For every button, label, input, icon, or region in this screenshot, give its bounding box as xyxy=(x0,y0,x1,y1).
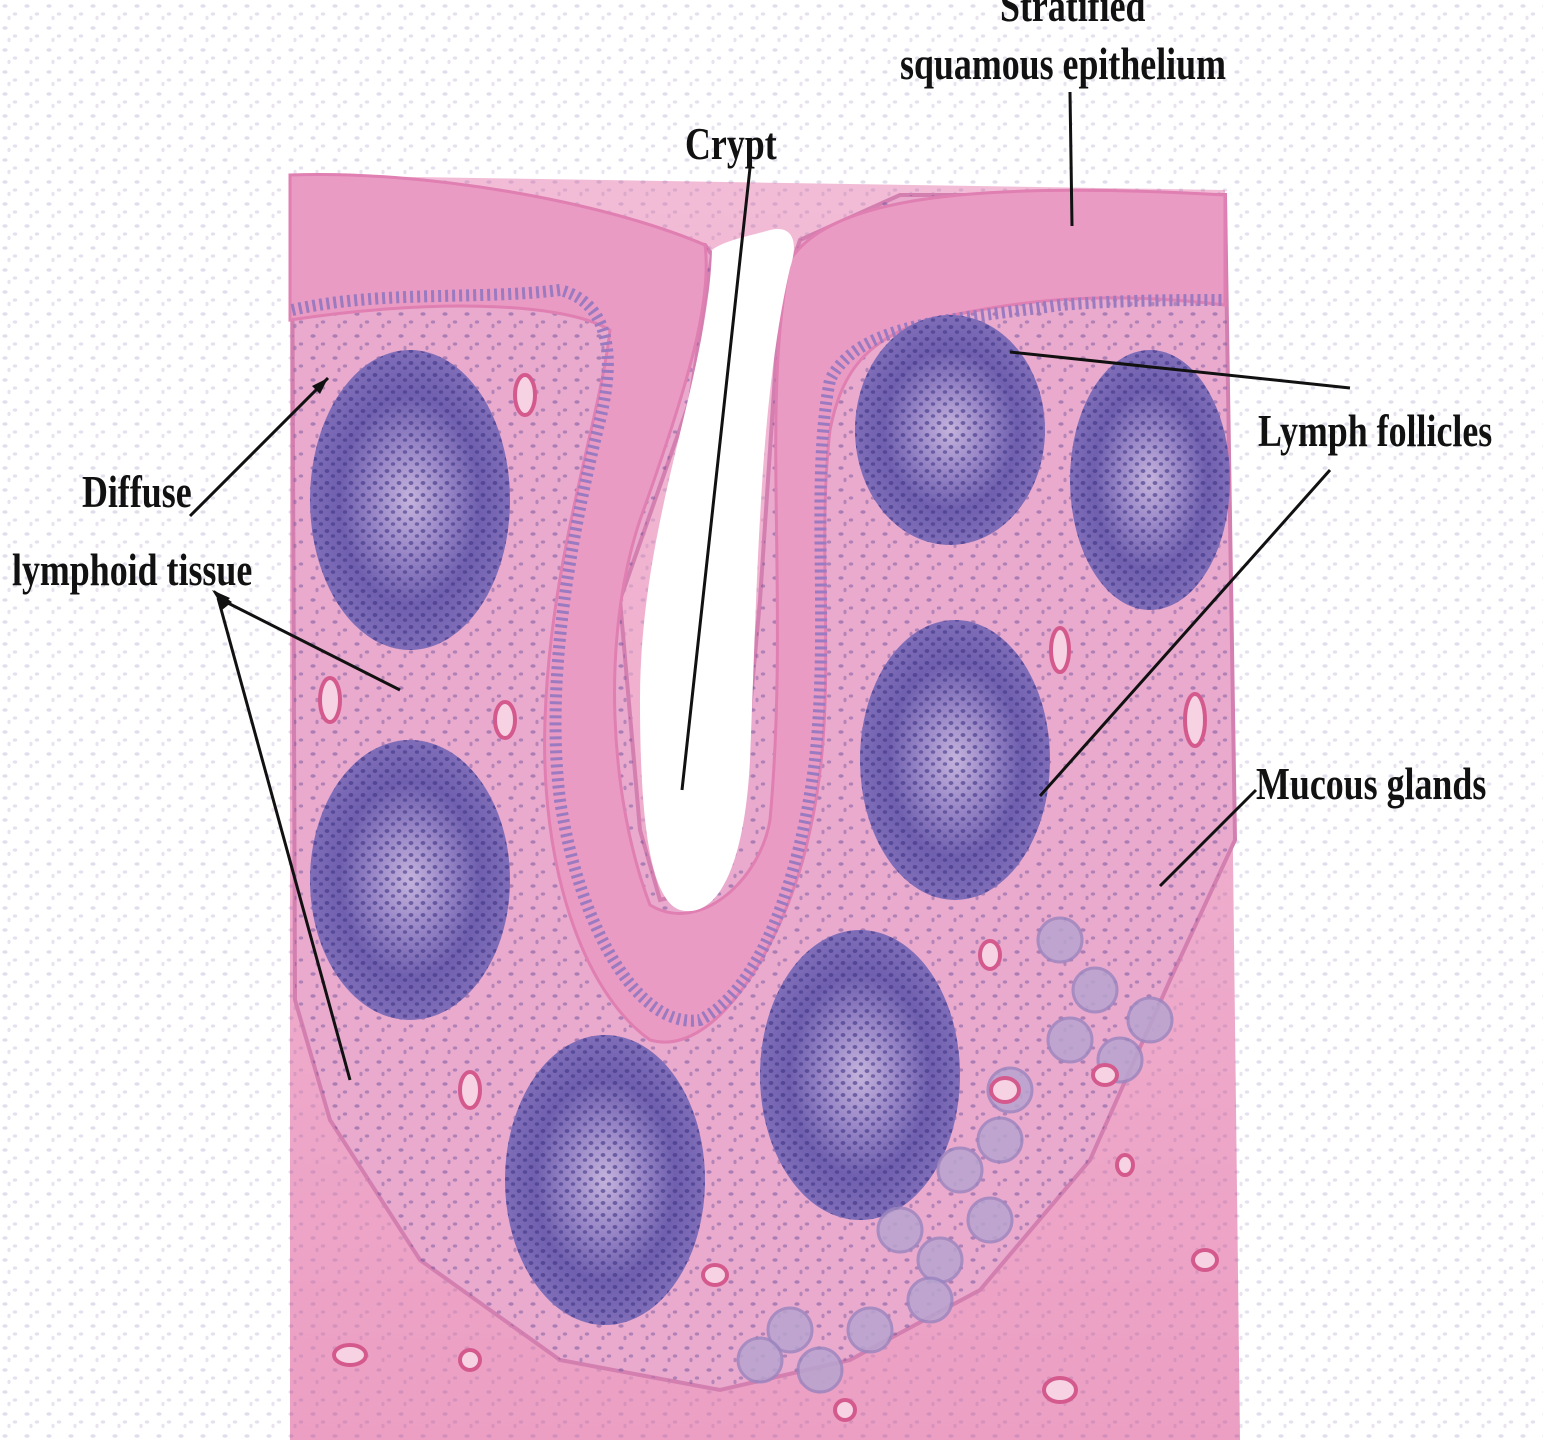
blood-vessel-5 xyxy=(1051,628,1069,672)
lymph-follicle-cells-3 xyxy=(855,315,1045,545)
blood-vessel-4 xyxy=(460,1072,480,1108)
blood-vessel-6 xyxy=(1185,694,1205,746)
lymph-follicle-cells-7 xyxy=(760,930,960,1220)
lymph-follicle-cells-5 xyxy=(860,620,1050,900)
lymph-follicle-cells-2 xyxy=(310,740,510,1020)
label-mucous-glands: Mucous glands xyxy=(1256,758,1486,810)
blood-vessel-1 xyxy=(515,375,535,415)
mucous-gland-14 xyxy=(798,1348,842,1392)
blood-vessel-15 xyxy=(835,1400,855,1420)
mucous-gland-10 xyxy=(878,1208,922,1252)
blood-vessel-9 xyxy=(1093,1065,1117,1085)
blood-vessel-3 xyxy=(495,702,515,738)
label-lymph-follicles: Lymph follicles xyxy=(1258,405,1492,457)
mucous-gland-9 xyxy=(918,1238,962,1282)
label-squamous-epithelium: squamous epithelium xyxy=(900,38,1226,90)
blood-vessel-16 xyxy=(460,1350,480,1370)
blood-vessel-13 xyxy=(1044,1378,1076,1402)
blood-vessel-14 xyxy=(1193,1250,1217,1270)
lymph-follicle-cells-1 xyxy=(310,350,510,650)
leader-stratified xyxy=(1070,92,1072,226)
lymph-follicle-cells-4 xyxy=(1070,350,1230,610)
lymph-follicle-cells-6 xyxy=(505,1035,705,1325)
mucous-gland-11 xyxy=(908,1278,952,1322)
blood-vessel-10 xyxy=(1117,1155,1133,1175)
blood-vessel-2 xyxy=(320,678,340,722)
mucous-gland-1 xyxy=(1038,918,1082,962)
blood-vessel-7 xyxy=(980,941,1000,969)
mucous-gland-12 xyxy=(848,1308,892,1352)
mucous-gland-8 xyxy=(968,1198,1012,1242)
label-stratified: Stratified xyxy=(1000,0,1145,32)
mucous-gland-5 xyxy=(1048,1018,1092,1062)
mucous-gland-6 xyxy=(978,1118,1022,1162)
blood-vessel-11 xyxy=(703,1265,727,1285)
label-crypt: Crypt xyxy=(685,118,777,170)
mucous-gland-15 xyxy=(738,1338,782,1382)
label-diffuse: Diffuse xyxy=(82,466,192,518)
label-lymphoid-tissue: lymphoid tissue xyxy=(12,544,252,596)
mucous-gland-7 xyxy=(938,1148,982,1192)
mucous-gland-3 xyxy=(1128,998,1172,1042)
blood-vessel-8 xyxy=(991,1078,1019,1102)
blood-vessel-12 xyxy=(334,1345,366,1365)
mucous-gland-2 xyxy=(1073,968,1117,1012)
